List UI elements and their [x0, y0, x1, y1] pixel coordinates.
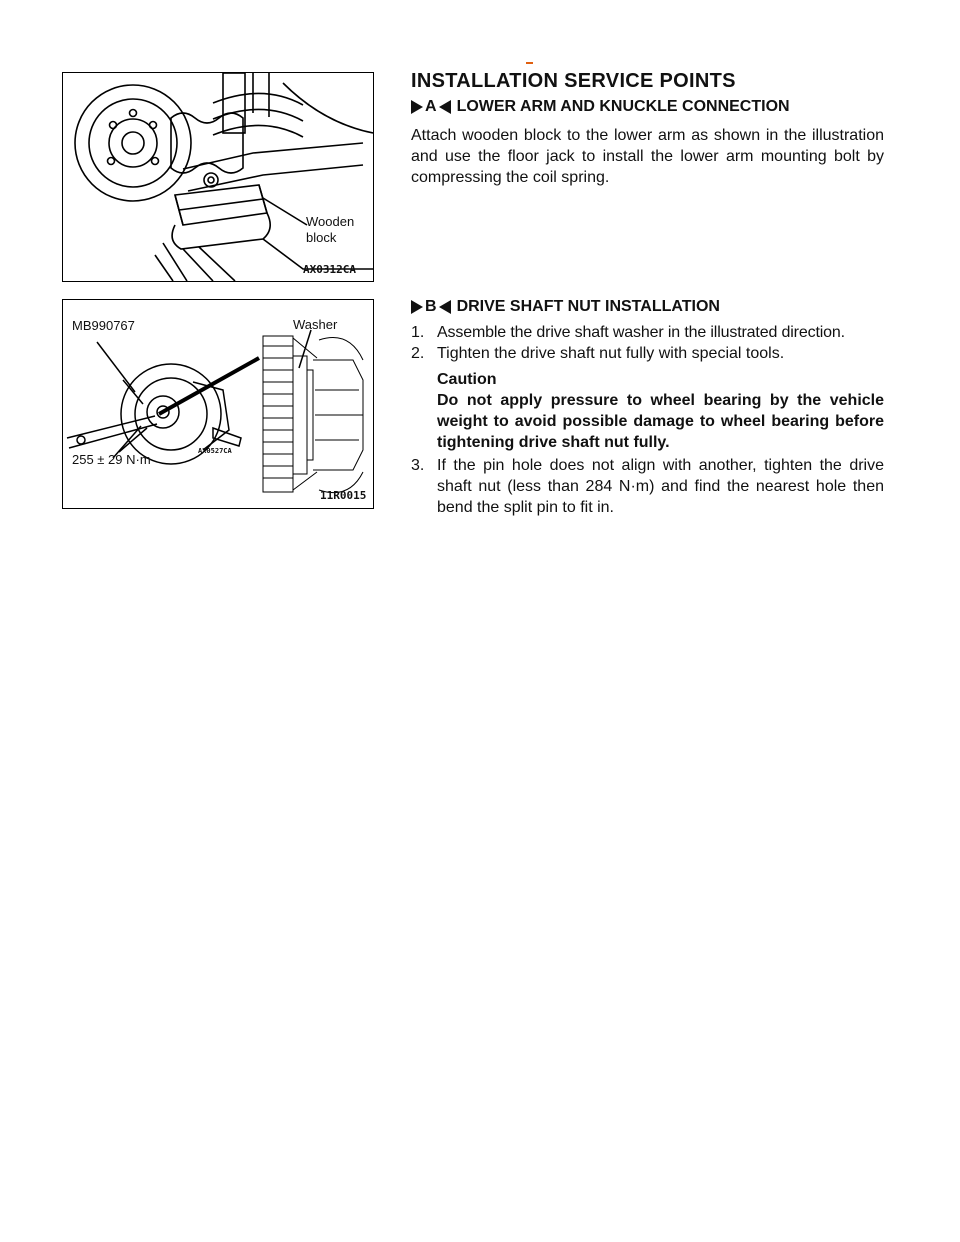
marker-b: B [425, 298, 437, 315]
label-special-tool: MB990767 [72, 318, 135, 333]
subheading-a: A LOWER ARM AND KNUCKLE CONNECTION [411, 98, 790, 116]
step-1: 1. Assemble the drive shaft washer in th… [411, 322, 884, 343]
step-text: If the pin hole does not align with anot… [437, 457, 884, 516]
figure-drive-shaft-nut: MB990767 Washer 255 ± 29 N·m AX0527CA 11… [62, 299, 374, 509]
triangle-left-icon [438, 300, 451, 314]
triangle-right-icon [411, 300, 423, 314]
top-mark [526, 62, 533, 64]
figure-code: 11R0015 [320, 489, 367, 502]
caution-block: Caution Do not apply pressure to wheel b… [437, 369, 884, 453]
paragraph-a: Attach wooden block to the lower arm as … [411, 127, 884, 186]
step-text: Assemble the drive shaft washer in the i… [437, 324, 845, 341]
caution-text: Do not apply pressure to wheel bearing b… [437, 392, 884, 451]
triangle-right-icon [411, 100, 423, 114]
section-title: INSTALLATION SERVICE POINTS [411, 70, 736, 92]
figure-lower-arm-wooden-block: Wooden block AX0312CA [62, 72, 374, 282]
label-torque: 255 ± 29 N·m [72, 452, 151, 467]
subheading-b: B DRIVE SHAFT NUT INSTALLATION [411, 298, 720, 316]
step-2: 2. Tighten the drive shaft nut fully wit… [411, 343, 884, 364]
figure-code: AX0312CA [303, 263, 356, 276]
caution-title: Caution [437, 371, 497, 388]
illustration-lower-arm [74, 73, 373, 281]
step-number: 1. [411, 324, 425, 341]
step-number: 3. [411, 457, 425, 474]
label-wooden-block: Wooden block [306, 214, 355, 245]
illustration-drive-shaft-nut [66, 329, 364, 494]
subheading-b-title: DRIVE SHAFT NUT INSTALLATION [456, 298, 720, 315]
step-3: 3. If the pin hole does not align with a… [411, 455, 884, 518]
label-washer: Washer [293, 317, 338, 332]
step-text: Tighten the drive shaft nut fully with s… [437, 345, 785, 362]
marker-a: A [425, 98, 437, 115]
subheading-a-title: LOWER ARM AND KNUCKLE CONNECTION [456, 98, 790, 115]
triangle-left-icon [438, 100, 451, 114]
figure-inner-code: AX0527CA [198, 447, 232, 455]
step-number: 2. [411, 345, 425, 362]
